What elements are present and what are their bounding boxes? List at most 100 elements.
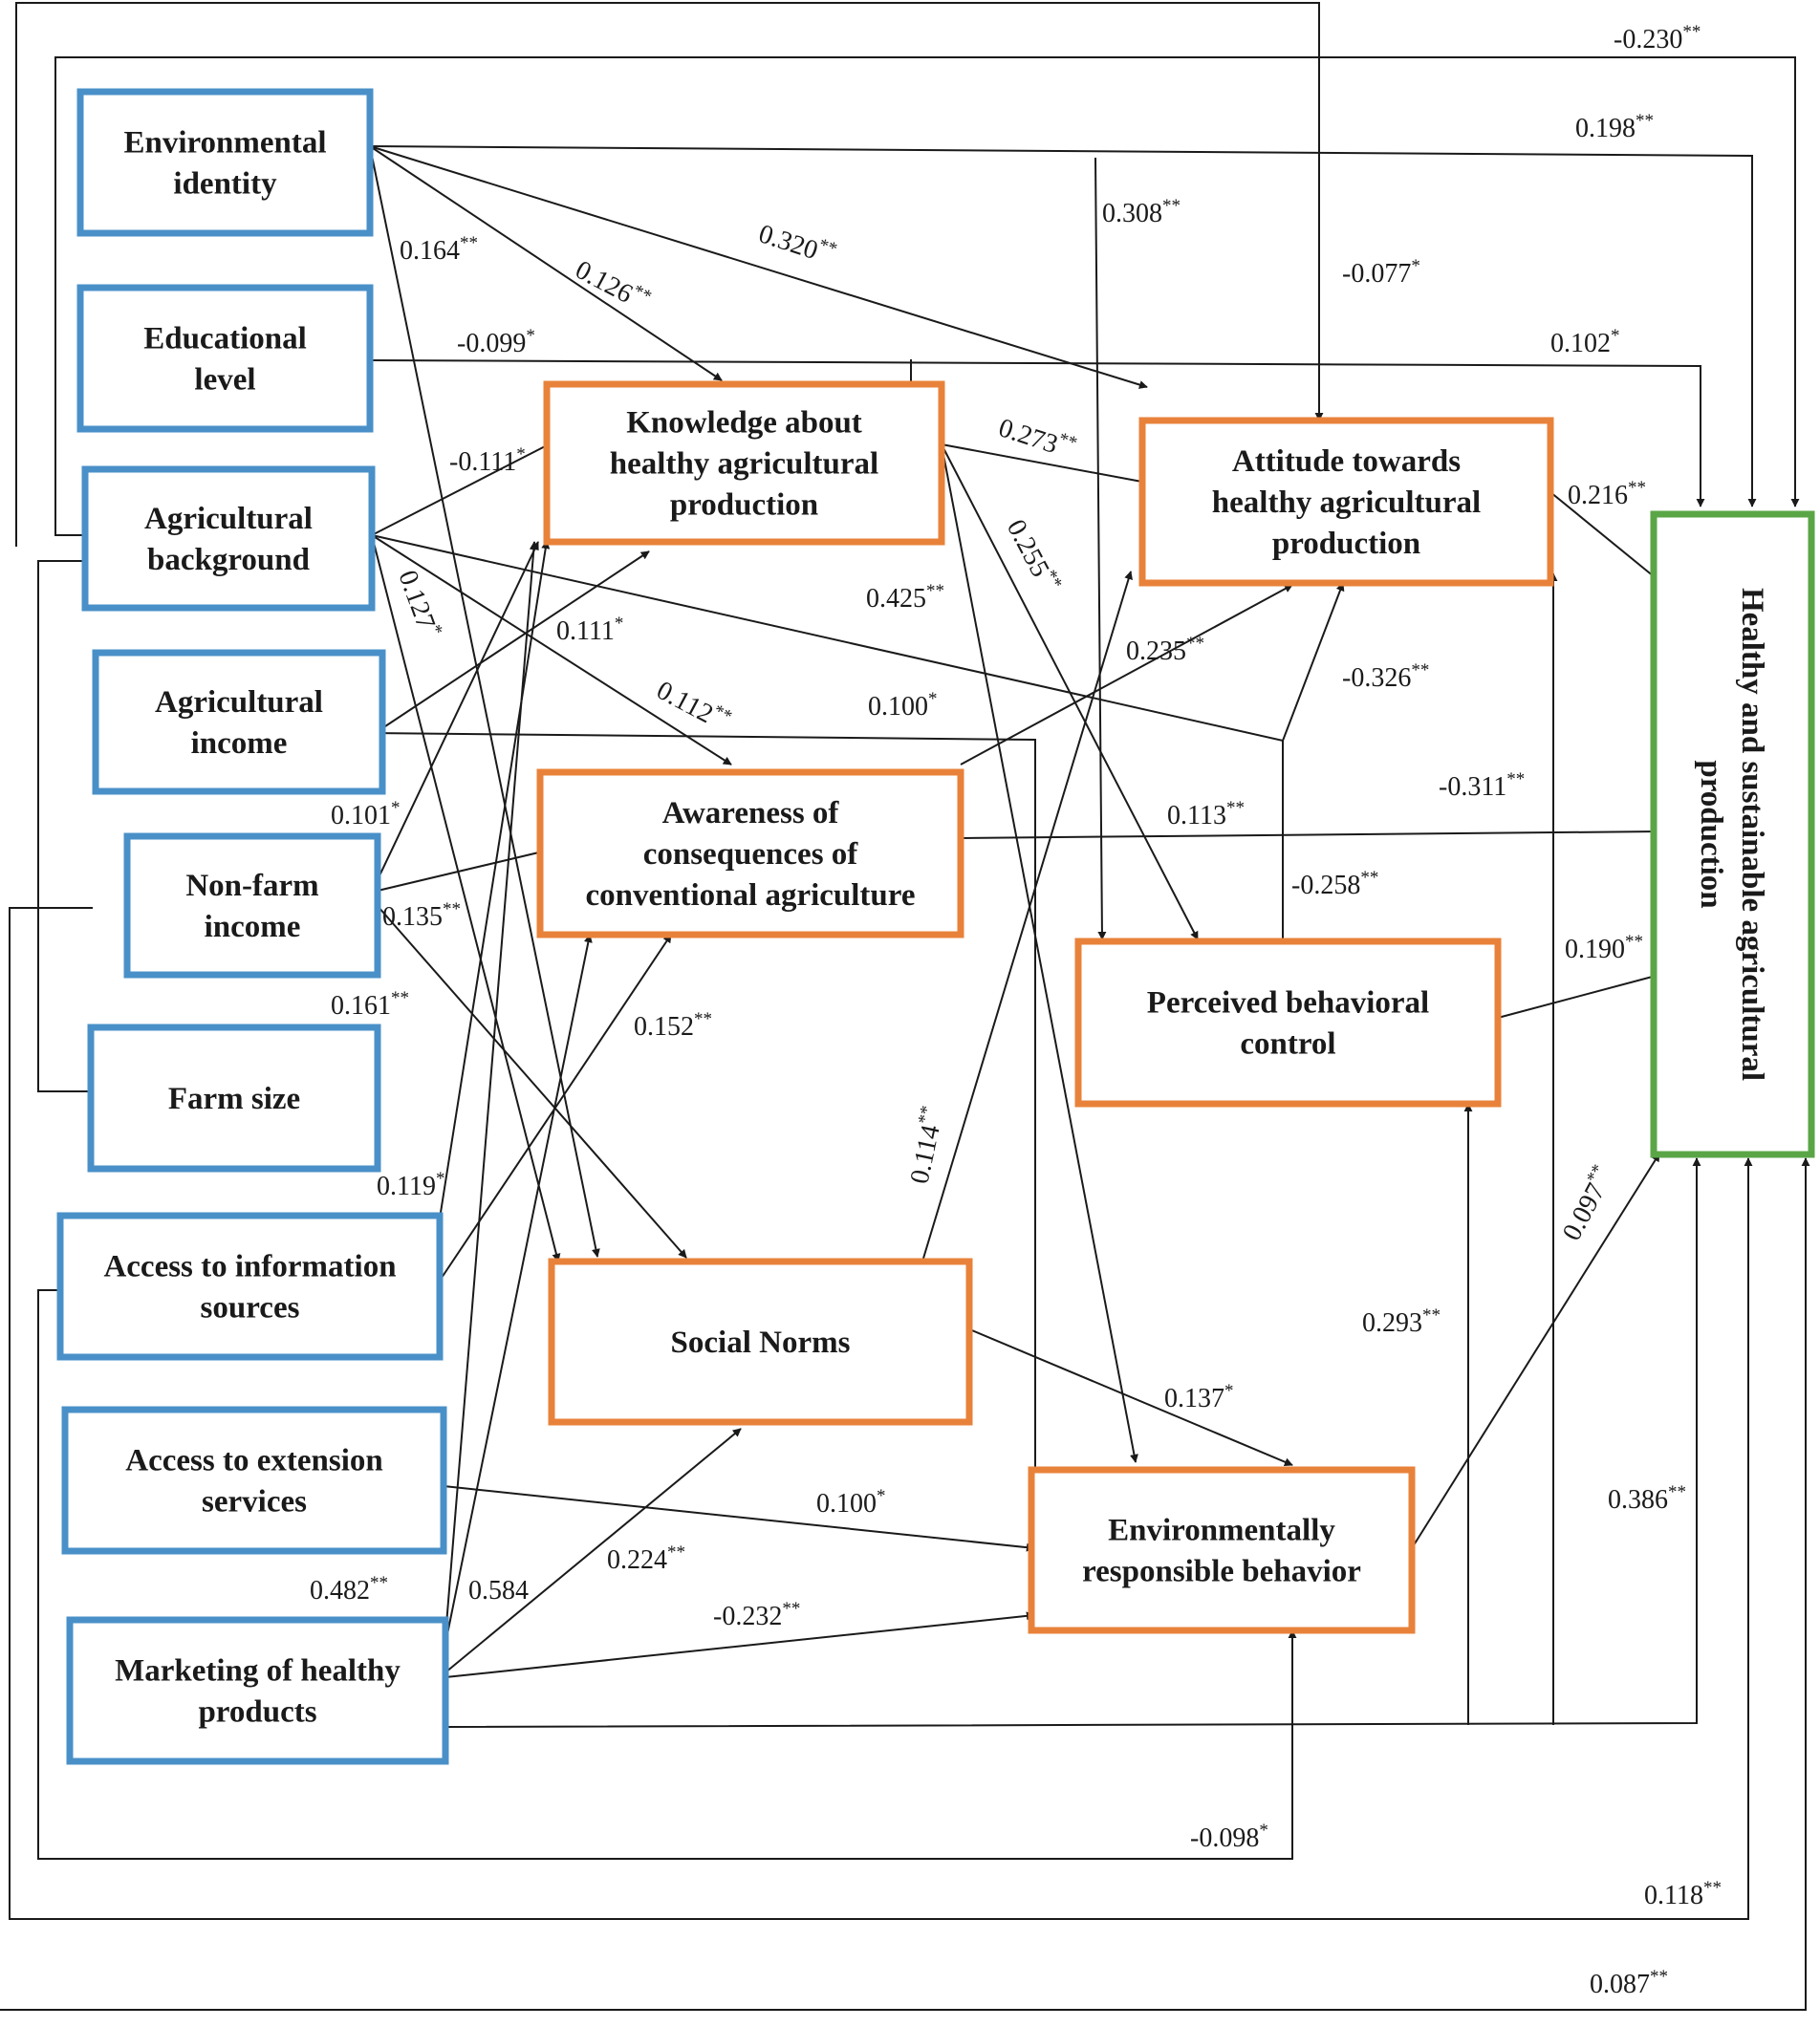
- edge-awareness-outcome: [960, 827, 1660, 839]
- coefficient-value: 0.386: [1608, 1485, 1668, 1515]
- coefficient-value: 0.102: [1550, 329, 1611, 358]
- path-coefficient: -0.230**: [1614, 22, 1701, 54]
- edge-social-attitude: [921, 571, 1133, 1262]
- path-coefficient: 0.482**: [310, 1573, 388, 1606]
- coefficient-value: 0.273: [995, 413, 1061, 460]
- route-education-outcome: [369, 359, 1705, 507]
- edge-marketing-awareness: [445, 934, 593, 1640]
- node-box: [548, 1258, 973, 1426]
- coefficient-value: -0.111: [449, 447, 516, 477]
- significance-mark: *: [436, 1169, 445, 1189]
- edge-background-awareness: [371, 534, 732, 766]
- path-coefficient: 0.111*: [556, 614, 623, 646]
- coefficient-value: 0.152: [634, 1012, 694, 1042]
- edge-awareness-attitude: [960, 584, 1293, 766]
- coefficient-value: -0.098: [1190, 1823, 1259, 1853]
- coefficient-value: -0.326: [1342, 663, 1411, 693]
- node-box: [536, 768, 964, 938]
- node-box: [56, 1212, 444, 1361]
- significance-mark: **: [1625, 932, 1643, 952]
- route-marketing-bottom: [444, 1157, 1701, 1728]
- path-coefficient: 0.102*: [1550, 326, 1620, 358]
- significance-mark: **: [694, 1009, 712, 1029]
- coefficient-value: 0.127: [392, 567, 441, 634]
- significance-mark: **: [1162, 196, 1181, 216]
- significance-mark: **: [914, 1104, 937, 1126]
- path-coefficient: 0.425**: [866, 581, 944, 614]
- coefficient-value: 0.101: [331, 801, 391, 830]
- node-box: [61, 1406, 447, 1555]
- node-box: [1138, 417, 1554, 587]
- path-coefficient: 0.308**: [1102, 196, 1181, 228]
- significance-mark: **: [782, 1599, 800, 1619]
- edge-nonfarm-knowledge: [373, 541, 539, 889]
- edge-marketing-social: [444, 1428, 742, 1673]
- node-box: [1650, 510, 1815, 1158]
- path-coefficient: 0.119*: [377, 1169, 444, 1201]
- path-coefficient: 0.113**: [1167, 798, 1245, 830]
- coefficient-value: 0.293: [1362, 1308, 1422, 1338]
- path-coefficient: 0.161**: [331, 988, 409, 1021]
- edge-nonfarm-awareness: [377, 848, 548, 892]
- path-coefficient: 0.293**: [1362, 1305, 1441, 1338]
- coefficient-value: 0.100: [816, 1489, 877, 1519]
- significance-mark: *: [1611, 326, 1620, 346]
- edge-background-social: [371, 534, 561, 1262]
- significance-mark: **: [443, 899, 461, 919]
- node-box: [87, 1024, 381, 1173]
- path-coefficient: 0.255**: [1001, 513, 1067, 597]
- edge-erb-outcome: [1411, 1153, 1660, 1549]
- path-coefficient: 0.135**: [382, 899, 461, 932]
- node-box: [543, 380, 945, 546]
- path-coefficient: 0.216**: [1568, 478, 1646, 510]
- node-box: [66, 1616, 449, 1765]
- significance-mark: *: [928, 689, 938, 709]
- coefficient-value: 0.198: [1575, 114, 1636, 143]
- coefficient-value: 0.113: [1167, 801, 1226, 830]
- path-coefficient: 0.152**: [634, 1009, 712, 1042]
- significance-mark: **: [1636, 111, 1654, 131]
- route-0118: [9, 907, 1753, 1920]
- coefficient-value: -0.258: [1291, 871, 1360, 900]
- significance-mark: **: [1703, 1878, 1722, 1898]
- edge-attitude-outcome: [1549, 491, 1660, 582]
- coefficient-value: -0.077: [1342, 259, 1411, 289]
- path-coefficient: 0.087**: [1590, 1967, 1668, 1999]
- significance-mark: *: [391, 798, 401, 818]
- path-coefficient: 0.101*: [331, 798, 401, 830]
- coefficient-value: 0.097: [1557, 1178, 1612, 1245]
- route-agincome-erb: [369, 732, 1040, 1476]
- path-coefficient: 0.386**: [1608, 1482, 1686, 1515]
- path-coefficient: -0.098*: [1190, 1821, 1268, 1853]
- path-coefficient: 0.114**: [902, 1104, 950, 1186]
- node-box: [76, 284, 374, 433]
- node-box: [1028, 1466, 1416, 1634]
- significance-mark: **: [460, 233, 478, 253]
- path-coefficient: 0.224**: [607, 1542, 685, 1575]
- significance-mark: **: [1628, 478, 1646, 498]
- coefficient-value: 0.137: [1164, 1384, 1224, 1413]
- coefficient-value: 0.216: [1568, 481, 1628, 510]
- significance-mark: **: [1411, 660, 1429, 680]
- node-farm-size: Farm size: [87, 1024, 381, 1173]
- path-coefficient: -0.311**: [1439, 769, 1525, 802]
- node-box: [123, 832, 381, 979]
- edge-knowledge-erb: [941, 443, 1138, 1463]
- path-coefficient: 0.118**: [1644, 1878, 1722, 1910]
- path-coefficient: 0.164**: [400, 233, 478, 266]
- significance-mark: **: [1360, 868, 1378, 888]
